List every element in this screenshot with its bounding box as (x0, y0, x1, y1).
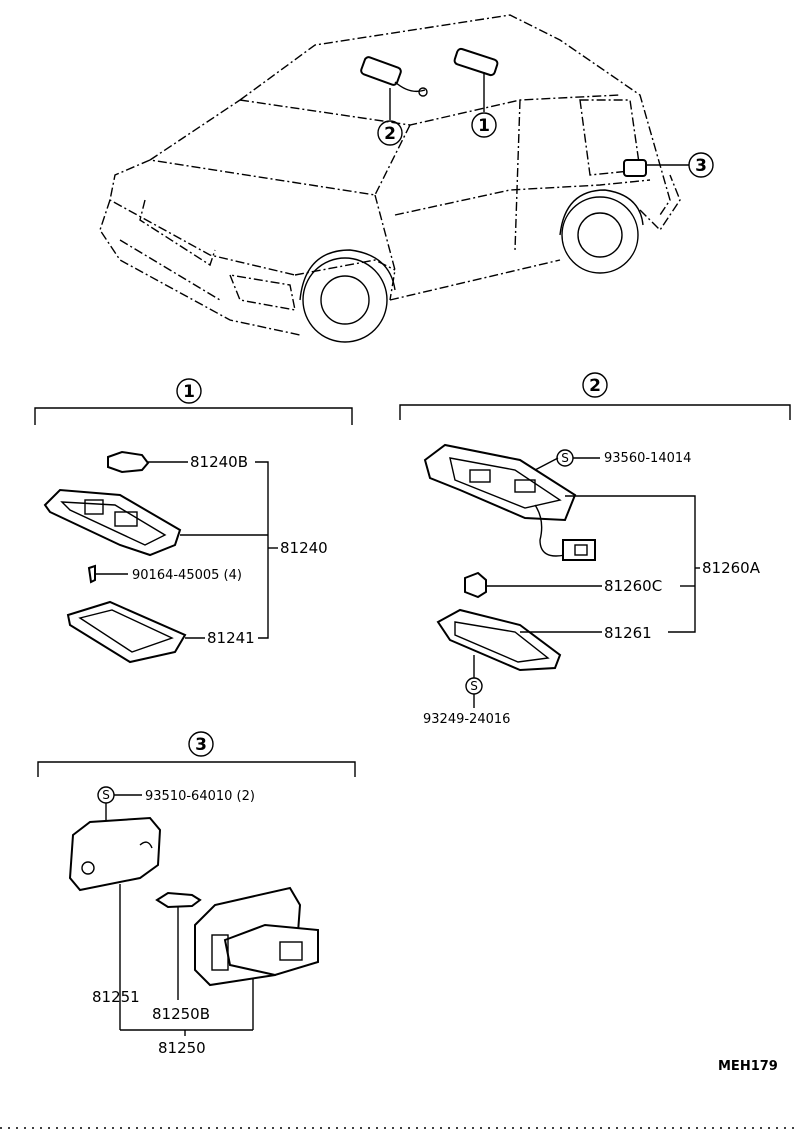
part-81260C: 81260C (604, 577, 662, 595)
section-2: 2 S 93560-14014 81260C 81261 S 93249-240… (399, 372, 791, 727)
part-81261: 81261 (604, 624, 652, 642)
part-90164-45005: 90164-45005 (4) (132, 568, 242, 583)
part-81240B: 81240B (190, 453, 248, 471)
callout-3: 3 (647, 152, 714, 178)
s-mark-93249: S (470, 679, 478, 693)
s-mark-93560: S (561, 451, 569, 465)
callout-1-number: 1 (478, 116, 490, 136)
diagram-code: MEH179 (718, 1059, 778, 1074)
s-mark-93510: S (102, 788, 110, 802)
section-1-header: 1 (183, 382, 195, 402)
callout-3-number: 3 (695, 156, 707, 176)
section-1: 1 81240B 90164-45005 (4) 81241 81240 (34, 378, 353, 664)
section-3: 3 S 93510-64010 (2) 81251 81250B 81250 (37, 731, 356, 1057)
part-93560-14014: 93560-14014 (604, 451, 691, 466)
car-illustration (99, 14, 681, 343)
part-81250B: 81250B (152, 1005, 210, 1023)
part-93510-64010: 93510-64010 (2) (145, 789, 255, 804)
part-81250: 81250 (158, 1039, 206, 1057)
part-93249-24016: 93249-24016 (423, 712, 510, 727)
section-3-header: 3 (195, 735, 207, 755)
callout-2-number: 2 (384, 124, 396, 144)
callout-1: 1 (471, 72, 497, 138)
section-2-header: 2 (589, 376, 601, 396)
part-81251: 81251 (92, 988, 140, 1006)
part-81240: 81240 (280, 539, 328, 557)
part-81260A: 81260A (702, 559, 761, 577)
callout-2: 2 (377, 88, 403, 146)
part-81241: 81241 (207, 629, 255, 647)
